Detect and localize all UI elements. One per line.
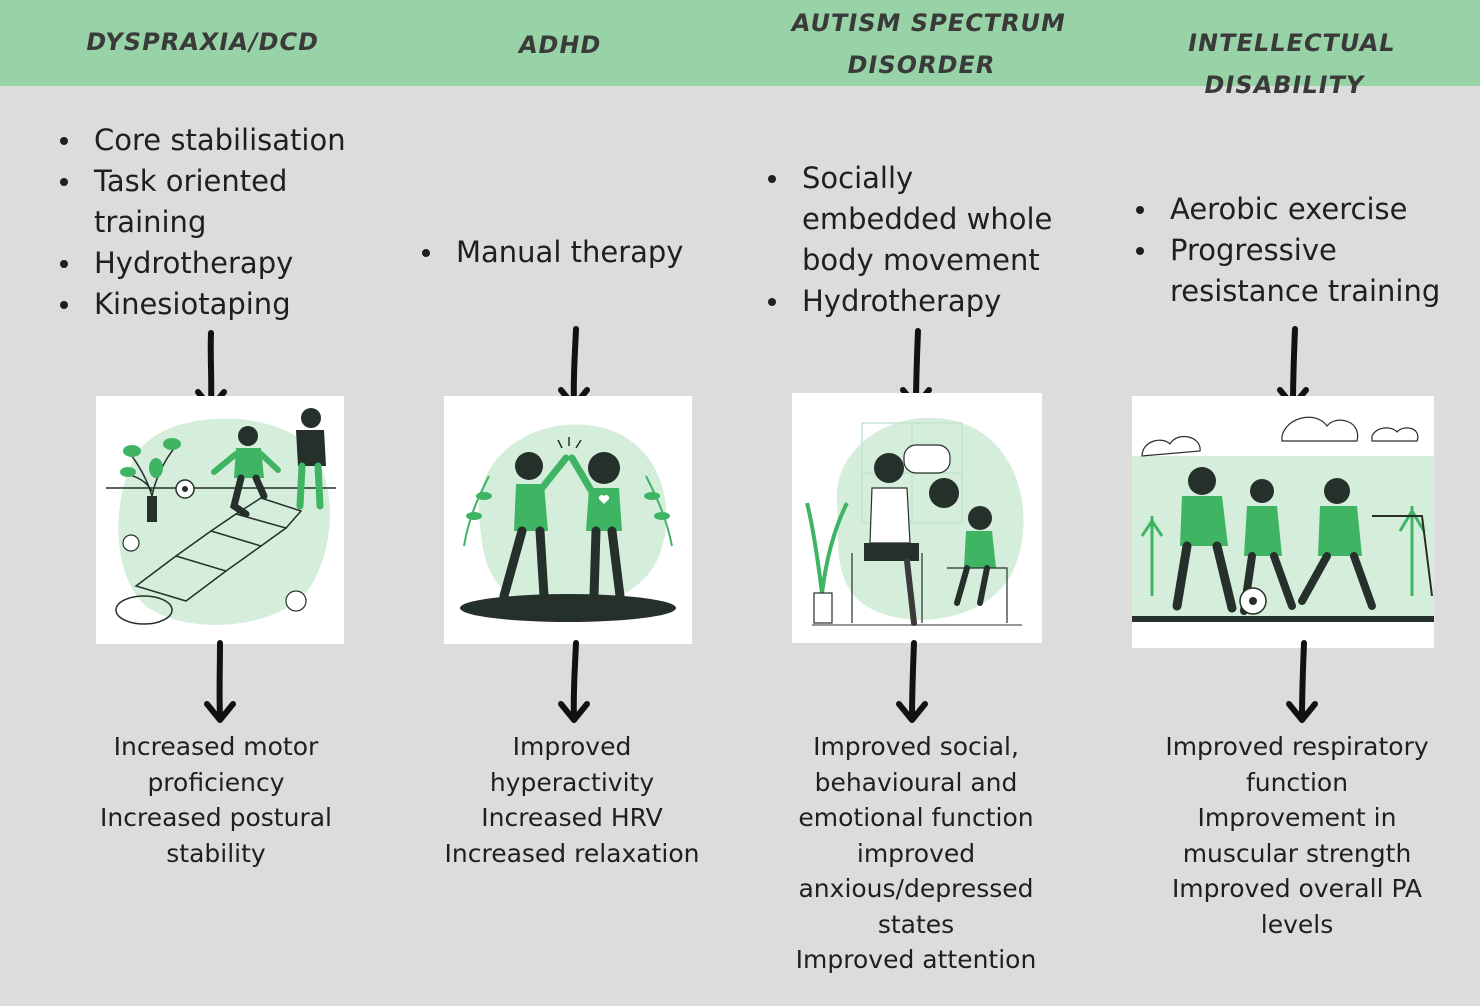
- interventions-list-intellectual-disability: Aerobic exercise Progressive resistance …: [1132, 189, 1462, 312]
- intervention-item: Progressive resistance training: [1132, 230, 1450, 312]
- intervention-item: Manual therapy: [418, 232, 708, 273]
- outcomes-dyspraxia: Increased motor proficiency Increased po…: [66, 729, 366, 871]
- down-arrow-icon: [1286, 640, 1318, 723]
- outcome-line: Increased postural: [100, 803, 332, 832]
- title-line: DISORDER: [844, 51, 998, 79]
- column-title-intellectual-disability: INTELLECTUAL DISABILITY: [1105, 22, 1472, 106]
- outcomes-autism: Improved social, behavioural and emotion…: [766, 729, 1066, 978]
- outcome-line: improved: [856, 838, 976, 868]
- outcome-line: Improved overall PA: [1171, 874, 1423, 903]
- outcome-line: Increased HRV: [481, 803, 663, 832]
- outcome-line: Increased motor: [113, 732, 319, 761]
- outcome-line: anxious/depressed: [798, 874, 1034, 903]
- down-arrow-icon: [896, 640, 928, 723]
- title-line: AUTISM SPECTRUM: [789, 9, 1069, 37]
- outcome-line: emotional function: [798, 803, 1034, 832]
- intervention-item: Kinesiotaping: [56, 284, 356, 325]
- therapist-talking-with-child-illustration: [792, 393, 1042, 643]
- outcome-line: Improved attention: [795, 945, 1037, 974]
- title-line: INTELLECTUAL DISABILITY: [1185, 29, 1398, 99]
- children-playing-hopscotch-illustration: [96, 396, 344, 644]
- outcome-line: Increased relaxation: [444, 838, 700, 868]
- intervention-item: Hydrotherapy: [56, 243, 356, 284]
- outcome-line: Improved: [512, 732, 632, 761]
- outcomes-adhd: Improved hyperactivity Increased HRV Inc…: [422, 729, 722, 871]
- intervention-item: Hydrotherapy: [764, 281, 1094, 322]
- header-bar: DYSPRAXIA/DCD ADHD AUTISM SPECTRUM DISOR…: [0, 0, 1480, 99]
- outcome-line: Improved social,: [813, 732, 1019, 761]
- interventions-list-autism: Socially embedded whole body movement Hy…: [764, 158, 1094, 322]
- outcome-line: levels: [1260, 909, 1334, 939]
- column-title-autism: AUTISM SPECTRUM DISORDER: [763, 2, 1088, 86]
- column-title-dyspraxia: DYSPRAXIA/DCD: [56, 21, 348, 63]
- outcome-line: hyperactivity: [489, 767, 655, 797]
- title-line: DYSPRAXIA/DCD: [83, 28, 322, 56]
- outcome-line: states: [877, 909, 955, 939]
- outcome-line: behavioural and: [814, 767, 1018, 797]
- intervention-item: Task oriented training: [56, 161, 309, 243]
- down-arrow-icon: [204, 640, 236, 723]
- outcomes-intellectual-disability: Improved respiratory function Improvemen…: [1142, 729, 1452, 942]
- kids-playing-soccer-illustration: [1132, 396, 1434, 648]
- intervention-item: Socially embedded whole body movement: [764, 158, 1072, 281]
- intervention-item: Aerobic exercise: [1132, 189, 1462, 230]
- outcome-line: stability: [166, 838, 266, 868]
- children-high-five-illustration: [444, 396, 692, 644]
- interventions-list-dyspraxia: Core stabilisation Task oriented trainin…: [56, 120, 356, 325]
- outcome-line: Improved respiratory: [1165, 732, 1429, 761]
- down-arrow-icon: [558, 640, 590, 723]
- outcome-line: function: [1245, 767, 1349, 797]
- column-title-adhd: ADHD: [456, 24, 663, 66]
- intervention-item: Core stabilisation: [56, 120, 356, 161]
- outcome-line: proficiency: [147, 767, 285, 797]
- interventions-list-adhd: Manual therapy: [418, 232, 708, 273]
- title-line: ADHD: [516, 31, 604, 59]
- outcome-line: muscular strength: [1182, 838, 1412, 868]
- outcome-line: Improvement in: [1197, 803, 1397, 832]
